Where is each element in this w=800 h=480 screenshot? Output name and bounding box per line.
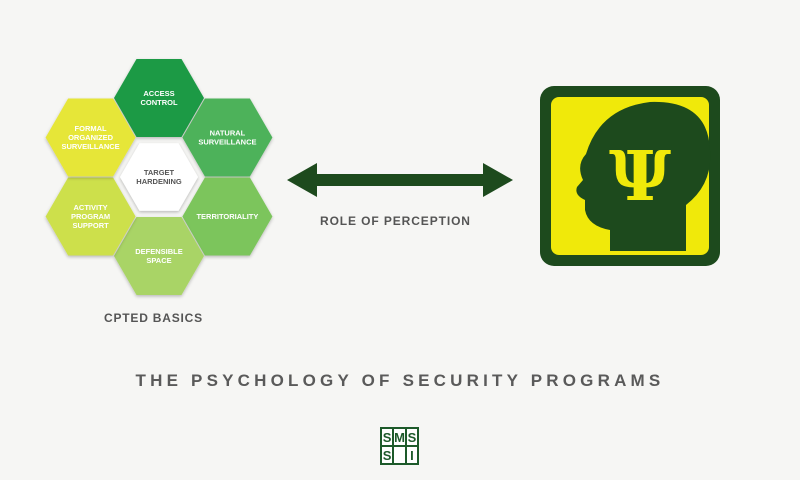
role-of-perception-label: ROLE OF PERCEPTION — [320, 214, 471, 228]
double-headed-arrow — [287, 163, 513, 197]
hex-access-control-label: CONTROL — [140, 98, 177, 107]
psi-symbol: Ψ — [609, 137, 671, 217]
smsi-logo: S M S S I — [380, 427, 419, 465]
hex-defensible-space-label: DEFENSIBLE — [135, 247, 183, 256]
page-title: THE PSYCHOLOGY OF SECURITY PROGRAMS — [135, 371, 665, 390]
hex-natural-surveillance-label: NATURAL — [210, 129, 246, 138]
hexagon-shape — [182, 98, 273, 177]
hex-territoriality-label: TERRITORIALITY — [196, 212, 258, 221]
hex-territoriality: TERRITORIALITY — [182, 177, 273, 256]
hex-activity-program-support-label: ACTIVITY — [73, 203, 107, 212]
head-silhouette-icon — [576, 101, 711, 251]
hexagon-shape — [114, 59, 204, 137]
hex-target-hardening-label: HARDENING — [136, 177, 182, 186]
hex-natural-surveillance-label: SURVEILLANCE — [198, 138, 256, 147]
cpted-hexagon-cluster: ACCESSCONTROLNATURALSURVEILLANCETERRITOR… — [45, 59, 273, 295]
logo-letter: I — [406, 447, 417, 463]
hexagon-shape — [182, 177, 273, 256]
logo-letter: M — [394, 429, 405, 445]
logo-letter: S — [382, 447, 393, 463]
hex-defensible-space-label: SPACE — [146, 256, 171, 265]
logo-letter — [394, 447, 405, 463]
hex-target-hardening-label: TARGET — [144, 168, 175, 177]
hexagon-shape — [120, 143, 198, 211]
hex-formal-organized-surveillance-label: ORGANIZED — [68, 133, 114, 142]
hexagon-shape — [45, 98, 136, 177]
hex-access-control-label: ACCESS — [143, 89, 174, 98]
hex-activity-program-support-label: PROGRAM — [71, 212, 110, 221]
hex-activity-program-support-label: SUPPORT — [72, 221, 109, 230]
cpted-basics-caption: CPTED BASICS — [104, 311, 203, 325]
hexagon-shape — [45, 177, 136, 256]
psi-head-icon: Ψ — [540, 86, 720, 266]
hexagon-shape — [114, 217, 204, 295]
hex-formal-organized-surveillance-label: FORMAL — [75, 124, 107, 133]
logo-letter: S — [406, 429, 417, 445]
hex-formal-organized-surveillance-label: SURVEILLANCE — [61, 142, 119, 151]
double-arrow-shape — [287, 163, 513, 197]
logo-letter: S — [382, 429, 393, 445]
